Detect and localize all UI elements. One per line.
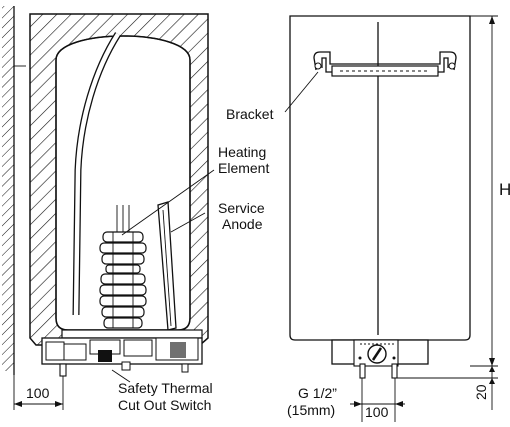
dimension-left-offset [13, 375, 64, 410]
wall-hatch [2, 6, 14, 371]
cross-section-view [2, 6, 215, 410]
service-anode-label-line2: Anode [222, 216, 263, 232]
wall-bracket [313, 51, 457, 77]
heater-body [289, 15, 471, 341]
service-anode-label-line1: Service [218, 200, 265, 216]
heating-element-label-line2: Element [218, 160, 269, 176]
dimension-inlet-spacing [350, 378, 405, 422]
control-box [331, 339, 429, 367]
service-anode-leader [170, 212, 206, 233]
hot-water-pipe-core [73, 32, 120, 316]
bracket-label: Bracket [226, 106, 274, 122]
dimension-left-offset-value: 100 [26, 385, 50, 401]
inner-tank [55, 35, 191, 331]
heating-element-label-line1: Heating [218, 144, 266, 160]
outlet-pipe [391, 363, 398, 379]
safety-switch-label-line2: Cut Out Switch [118, 397, 211, 413]
dimension-bottom-clearance [397, 366, 498, 410]
heating-element-leader [121, 169, 215, 236]
dimension-inlet-spacing-value: 100 [365, 404, 389, 420]
height-label: H [499, 180, 510, 199]
thread-size-label-line2: (15mm) [287, 402, 335, 418]
safety-switch-leader [111, 369, 131, 383]
thread-size-label-line1: G 1/2” [298, 385, 337, 401]
bottom-fittings [41, 329, 203, 377]
service-anode [157, 201, 177, 331]
dimension-height [470, 15, 498, 367]
safety-switch-label-line1: Safety Thermal [118, 380, 213, 396]
dimension-bottom-clearance-value: 20 [473, 384, 489, 400]
heating-element [99, 205, 147, 329]
bracket-leader [284, 71, 319, 113]
inlet-pipe [359, 363, 366, 379]
front-view [284, 15, 498, 422]
